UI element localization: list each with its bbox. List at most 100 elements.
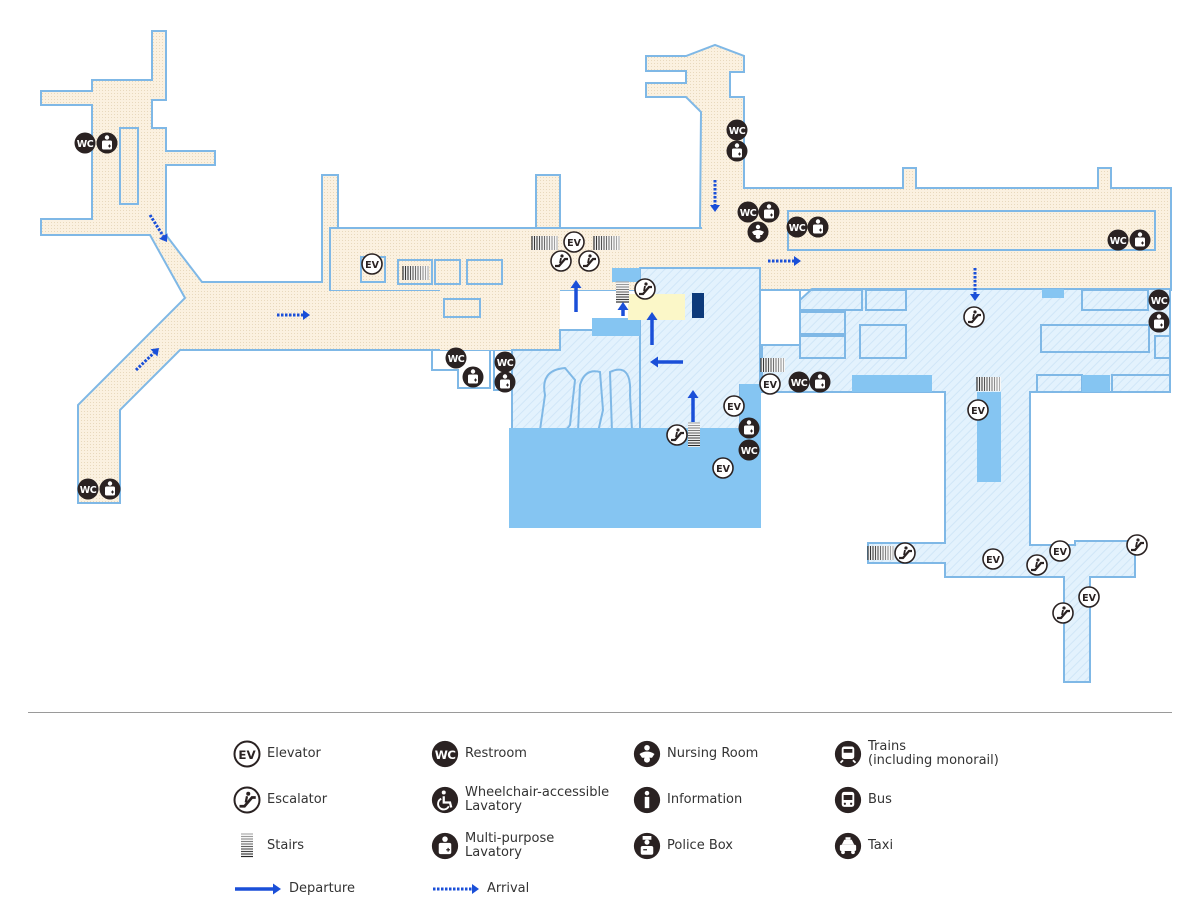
stairs-room: [397, 259, 433, 285]
shop-3: [443, 298, 481, 318]
legend-label: Arrival: [487, 881, 530, 896]
bus-icon: [834, 786, 862, 814]
restroom-icon: WC: [74, 132, 96, 154]
arrival-arrow-icon: [134, 348, 159, 372]
departure-arrow-icon: [650, 356, 683, 368]
svg-text:EV: EV: [971, 406, 985, 417]
svg-text:WC: WC: [435, 748, 456, 762]
multipurpose-lavatory-icon: [462, 366, 484, 388]
svg-text:WC: WC: [729, 126, 746, 137]
svg-text:EV: EV: [238, 748, 256, 762]
restroom-icon: WC: [737, 201, 759, 223]
svg-text:EV: EV: [763, 380, 777, 391]
multipurpose-lavatory-icon: [738, 417, 760, 439]
svg-text:WC: WC: [448, 354, 465, 365]
svg-text:EV: EV: [1082, 593, 1096, 604]
multipurpose-lavatory-icon: [96, 132, 118, 154]
departure-arrow-icon: [646, 312, 658, 345]
legend-divider: [28, 712, 1172, 713]
legend-label: Escalator: [267, 792, 328, 807]
legend-information: Information: [633, 786, 742, 814]
restroom-icon: WC: [431, 740, 459, 768]
escalator-icon: [634, 278, 656, 300]
escalator-icon: [550, 250, 572, 272]
multipurpose-lavatory-icon: [431, 832, 459, 860]
stairs-icon: [402, 266, 429, 280]
stairs-icon: [760, 358, 785, 372]
kiosk-1: [119, 127, 139, 205]
restroom-icon: WC: [726, 119, 748, 141]
legend-label: Nursing Room: [667, 746, 759, 761]
legend-label: Wheelchair-accessible Lavatory: [465, 785, 610, 814]
arrival-arrow-icon: [431, 875, 481, 903]
elevator-icon: EV: [712, 457, 734, 479]
wheelchair-icon: [431, 786, 459, 814]
legend-multipurpose: Multi-purpose Lavatory: [431, 832, 554, 860]
arrival-arrow-icon: [148, 214, 168, 242]
restroom-icon: WC: [494, 351, 516, 373]
north-pier: [645, 43, 1172, 291]
legend-police: Police Box: [633, 832, 733, 860]
restroom-icon: WC: [77, 478, 99, 500]
stairs-icon: [688, 422, 700, 447]
elevator-icon: EV: [563, 231, 585, 253]
svg-text:WC: WC: [740, 208, 757, 219]
elevator-icon: EV: [233, 740, 261, 768]
escalator-icon: [233, 786, 261, 814]
elevator-icon: EV: [1049, 540, 1071, 562]
restroom-icon: WC: [1148, 289, 1170, 311]
svg-text:EV: EV: [986, 555, 1000, 566]
legend-departure: Departure: [233, 875, 355, 903]
legend-label: Information: [667, 792, 743, 807]
legend-label: Elevator: [267, 746, 321, 761]
stairs-icon: [233, 832, 261, 860]
escalator-icon: [894, 542, 916, 564]
information-icon: [633, 786, 661, 814]
departure-arrow-icon: [617, 302, 629, 316]
svg-text:WC: WC: [1151, 296, 1168, 307]
legend-stairs: Stairs: [233, 832, 304, 860]
nursing-room-icon: [633, 740, 661, 768]
arrival-arrow-icon: [768, 256, 801, 266]
svg-text:EV: EV: [365, 260, 379, 271]
legend-restroom: WC Restroom: [431, 740, 527, 768]
nursing-room-icon: [747, 221, 769, 243]
multipurpose-lavatory-icon: [758, 201, 780, 223]
elevator-icon: EV: [759, 373, 781, 395]
svg-text:WC: WC: [77, 139, 94, 150]
stairs-layer: [402, 236, 1001, 560]
restroom-icon: WC: [1107, 229, 1129, 251]
highlight-zone: [628, 294, 685, 320]
train-icon: [834, 740, 862, 768]
multipurpose-lavatory-icon: [809, 371, 831, 393]
multipurpose-lavatory-icon: [807, 216, 829, 238]
elevator-icon: EV: [723, 395, 745, 417]
elevator-icon: EV: [1078, 586, 1100, 608]
stairs-icon: [593, 236, 620, 250]
legend-label: Taxi: [868, 838, 894, 853]
restroom-icon: WC: [738, 439, 760, 461]
stairs-icon: [976, 377, 1001, 391]
svg-text:EV: EV: [567, 238, 581, 249]
escalator-icon: [963, 306, 985, 328]
arrival-arrow-icon: [710, 180, 720, 212]
multipurpose-lavatory-icon: [1148, 311, 1170, 333]
departure-arrow-icon: [687, 390, 699, 422]
legend-trains: Trains (including monorail): [834, 740, 999, 768]
legend-arrival: Arrival: [431, 875, 529, 903]
escalator-icon: [1126, 534, 1148, 556]
departure-arrow-icon: [570, 280, 582, 312]
legend-bus: Bus: [834, 786, 892, 814]
stairs-icon: [616, 281, 629, 304]
legend-label: Departure: [289, 881, 355, 896]
restroom-icon: WC: [788, 371, 810, 393]
arrival-arrow-icon: [970, 268, 980, 301]
multipurpose-lavatory-icon: [1129, 229, 1151, 251]
stairs-icon: [531, 236, 558, 250]
legend-escalator: Escalator: [233, 786, 327, 814]
legend-label: Trains (including monorail): [868, 739, 999, 768]
escalator-icon: [666, 424, 688, 446]
departure-arrow-icon: [233, 875, 283, 903]
